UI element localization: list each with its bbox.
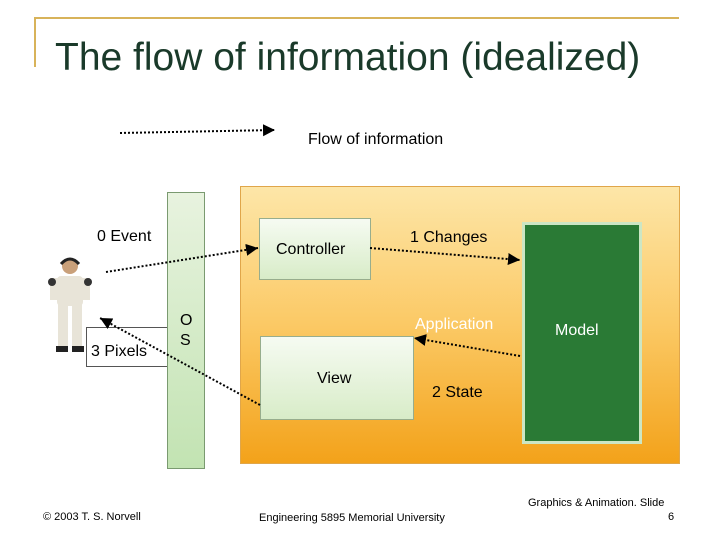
os-bar: [167, 192, 205, 469]
controller-label: Controller: [276, 241, 346, 258]
view-box: [260, 336, 414, 420]
application-label: Application: [415, 316, 494, 333]
changes-label: 1 Changes: [410, 229, 488, 246]
event-label: 0 Event: [97, 228, 152, 245]
person-with-headphones-icon: [48, 257, 92, 352]
slide-title: The flow of information (idealized): [55, 36, 641, 79]
footer-right-line1: Graphics & Animation. Slide: [528, 497, 665, 509]
footer-center: Engineering 5895 Memorial University: [259, 512, 445, 524]
changes-arrow: [369, 247, 521, 266]
title-frame-left: [34, 17, 36, 67]
pixels-label: 3 Pixels: [91, 343, 148, 360]
legend-arrow: [119, 124, 276, 137]
model-box: [522, 222, 642, 444]
title-frame-top: [34, 17, 679, 19]
view-label: View: [317, 370, 352, 387]
controller-box: [259, 218, 371, 280]
footer-right-line2: 6: [668, 511, 675, 523]
footer-copyright: © 2003 T. S. Norvell: [43, 511, 141, 523]
state-label: 2 State: [432, 384, 483, 401]
legend-label: Flow of information: [308, 131, 444, 148]
pixels-arrow: [99, 317, 261, 406]
model-label: Model: [555, 322, 599, 339]
state-arrow: [413, 334, 521, 357]
os-label-s: S: [180, 332, 191, 349]
os-label-o: O: [180, 312, 193, 329]
event-arrow: [105, 243, 259, 273]
